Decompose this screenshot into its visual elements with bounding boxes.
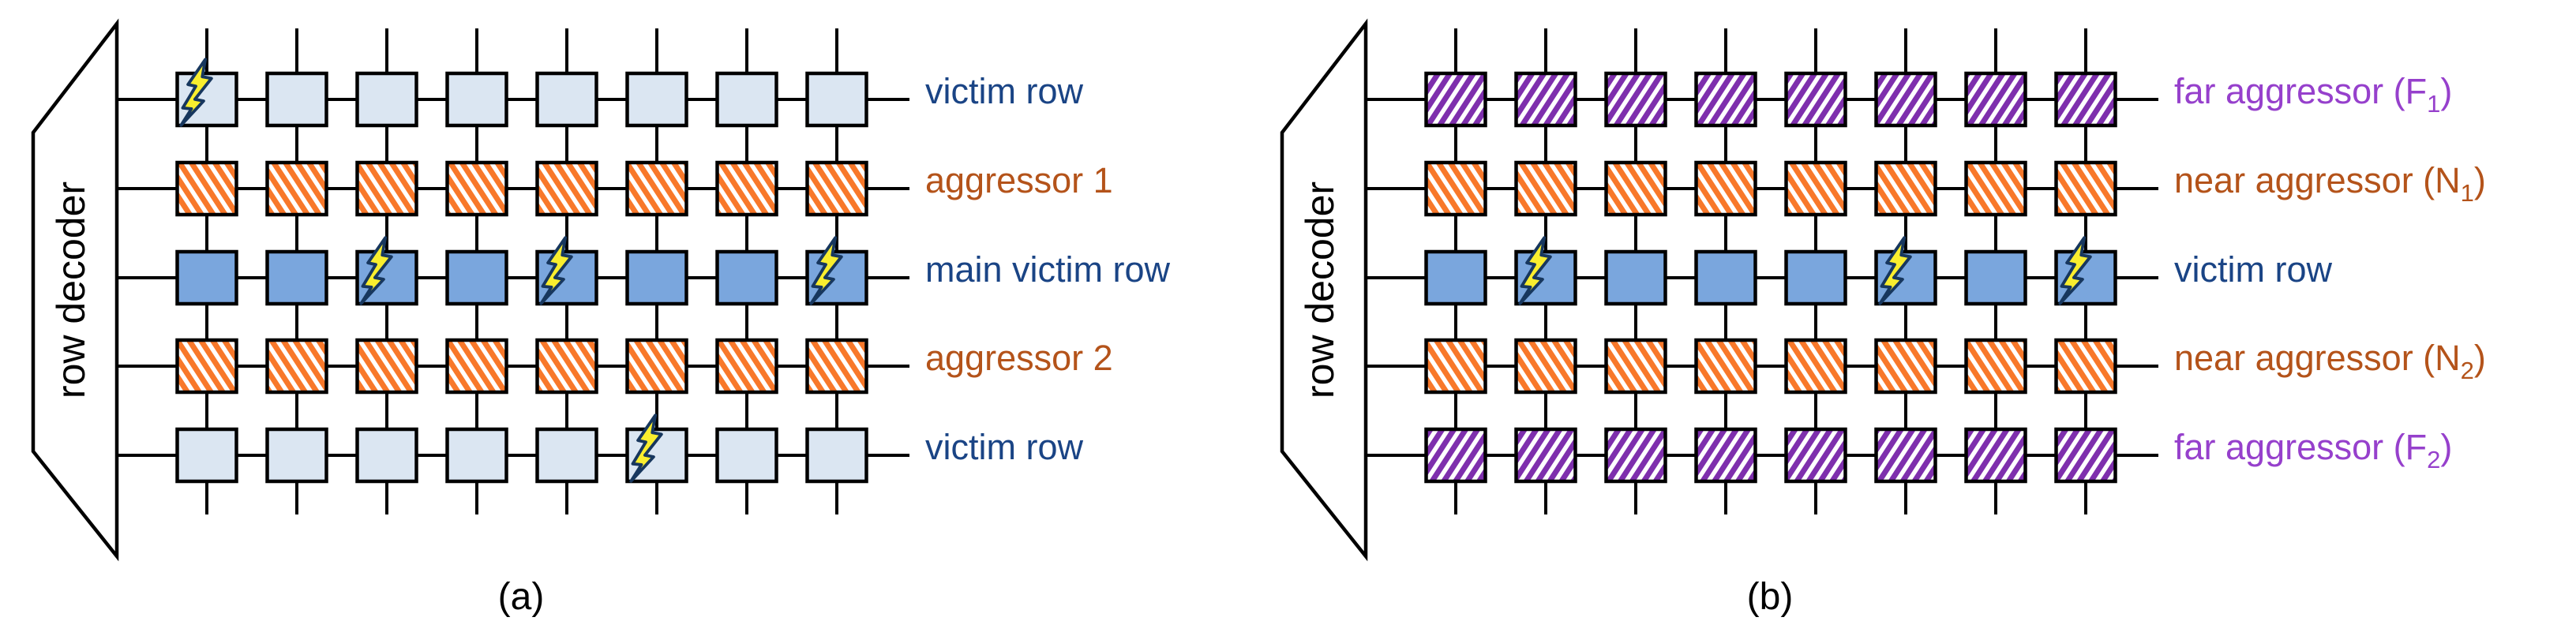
caption-a: (a) <box>498 576 545 618</box>
cell-far-aggressor-2-col6 <box>1874 427 1937 484</box>
cell-far-aggressor-1-col7 <box>1964 71 2027 128</box>
cell-main-victim-row-col2 <box>265 249 328 306</box>
cell-far-aggressor-2-col1 <box>1424 427 1487 484</box>
cell-main-victim-row-col6 <box>625 249 688 306</box>
row-label-aggressor-1: aggressor 1 <box>925 160 1113 200</box>
cell-far-aggressor-1-col6 <box>1874 71 1937 128</box>
cell-aggressor-2-col8 <box>805 338 868 395</box>
cell-victim-row-top-col7 <box>715 71 778 128</box>
cell-victim-row-col5 <box>1784 249 1847 306</box>
cell-far-aggressor-2-col8 <box>2054 427 2117 484</box>
cell-aggressor-2-col7 <box>715 338 778 395</box>
cell-far-aggressor-1-col4 <box>1694 71 1757 128</box>
cell-victim-row-bottom-col4 <box>445 427 508 484</box>
cell-far-aggressor-2-col5 <box>1784 427 1847 484</box>
cell-victim-row-col1 <box>1424 249 1487 306</box>
cell-near-aggressor-1-col5 <box>1784 160 1847 217</box>
cell-victim-row-top-col3 <box>355 71 418 128</box>
cell-aggressor-1-col1 <box>175 160 238 217</box>
cell-far-aggressor-1-col5 <box>1784 71 1847 128</box>
cell-victim-row-bottom-col3 <box>355 427 418 484</box>
cell-near-aggressor-2-col2 <box>1514 338 1577 395</box>
row-label-near-aggressor-1: near aggressor (N1) <box>2174 160 2486 207</box>
panel-a: row decoder victim row aggressor 1 main vic… <box>31 18 1171 618</box>
cell-near-aggressor-1-col7 <box>1964 160 2027 217</box>
cell-near-aggressor-1-col8 <box>2054 160 2117 217</box>
cell-far-aggressor-2-col2 <box>1514 427 1577 484</box>
row-label-victim-row-bottom: victim row <box>925 427 1083 467</box>
caption-b: (b) <box>1747 576 1794 618</box>
cell-main-victim-row-col7 <box>715 249 778 306</box>
cell-aggressor-2-col6 <box>625 338 688 395</box>
row-label-main-victim-row: main victim row <box>925 249 1171 290</box>
row-label-victim-row: victim row <box>2174 249 2332 290</box>
cell-near-aggressor-2-col3 <box>1604 338 1667 395</box>
cell-far-aggressor-1-col8 <box>2054 71 2117 128</box>
cell-near-aggressor-1-col4 <box>1694 160 1757 217</box>
cell-victim-row-top-col2 <box>265 71 328 128</box>
cell-aggressor-1-col5 <box>535 160 598 217</box>
cell-aggressor-2-col2 <box>265 338 328 395</box>
row-decoder <box>1280 18 1368 562</box>
cell-near-aggressor-2-col6 <box>1874 338 1937 395</box>
cell-near-aggressor-2-col1 <box>1424 338 1487 395</box>
cell-victim-row-bottom-col1 <box>175 427 238 484</box>
row-label-far-aggressor-1: far aggressor (F1) <box>2174 71 2452 118</box>
cell-victim-row-col3 <box>1604 249 1667 306</box>
cell-victim-row-bottom-col5 <box>535 427 598 484</box>
cell-near-aggressor-1-col1 <box>1424 160 1487 217</box>
cell-near-aggressor-1-col6 <box>1874 160 1937 217</box>
cell-aggressor-1-col4 <box>445 160 508 217</box>
row-label-far-aggressor-2: far aggressor (F2) <box>2174 427 2452 473</box>
cell-near-aggressor-2-col8 <box>2054 338 2117 395</box>
cell-near-aggressor-2-col7 <box>1964 338 2027 395</box>
cell-main-victim-row-col4 <box>445 249 508 306</box>
row-label-victim-row-top: victim row <box>925 71 1083 111</box>
cell-aggressor-1-col6 <box>625 160 688 217</box>
cell-main-victim-row-col1 <box>175 249 238 306</box>
row-decoder-label: row decoder <box>49 181 93 398</box>
cell-aggressor-1-col8 <box>805 160 868 217</box>
cell-victim-row-top-col6 <box>625 71 688 128</box>
cell-victim-row-bottom-col8 <box>805 427 868 484</box>
cell-victim-row-top-col4 <box>445 71 508 128</box>
panel-b: row decoder far aggressor (F1) near aggres… <box>1280 18 2486 618</box>
cell-aggressor-1-col3 <box>355 160 418 217</box>
cell-aggressor-2-col3 <box>355 338 418 395</box>
cell-aggressor-1-col7 <box>715 160 778 217</box>
row-decoder <box>31 18 119 562</box>
row-label-aggressor-2: aggressor 2 <box>925 338 1113 378</box>
cell-victim-row-top-col5 <box>535 71 598 128</box>
row-label-near-aggressor-2: near aggressor (N2) <box>2174 338 2486 384</box>
cell-far-aggressor-2-col7 <box>1964 427 2027 484</box>
cell-near-aggressor-1-col3 <box>1604 160 1667 217</box>
cell-victim-row-bottom-col7 <box>715 427 778 484</box>
cell-near-aggressor-1-col2 <box>1514 160 1577 217</box>
cell-victim-row-col7 <box>1964 249 2027 306</box>
cell-far-aggressor-1-col1 <box>1424 71 1487 128</box>
cell-aggressor-2-col4 <box>445 338 508 395</box>
cell-far-aggressor-2-col4 <box>1694 427 1757 484</box>
cell-near-aggressor-2-col5 <box>1784 338 1847 395</box>
cell-far-aggressor-1-col2 <box>1514 71 1577 128</box>
cell-victim-row-col4 <box>1694 249 1757 306</box>
row-decoder-label: row decoder <box>1298 181 1342 398</box>
cell-aggressor-2-col5 <box>535 338 598 395</box>
cell-far-aggressor-2-col3 <box>1604 427 1667 484</box>
cell-far-aggressor-1-col3 <box>1604 71 1667 128</box>
cell-aggressor-1-col2 <box>265 160 328 217</box>
cell-near-aggressor-2-col4 <box>1694 338 1757 395</box>
cell-aggressor-2-col1 <box>175 338 238 395</box>
cell-victim-row-top-col8 <box>805 71 868 128</box>
cell-victim-row-bottom-col2 <box>265 427 328 484</box>
